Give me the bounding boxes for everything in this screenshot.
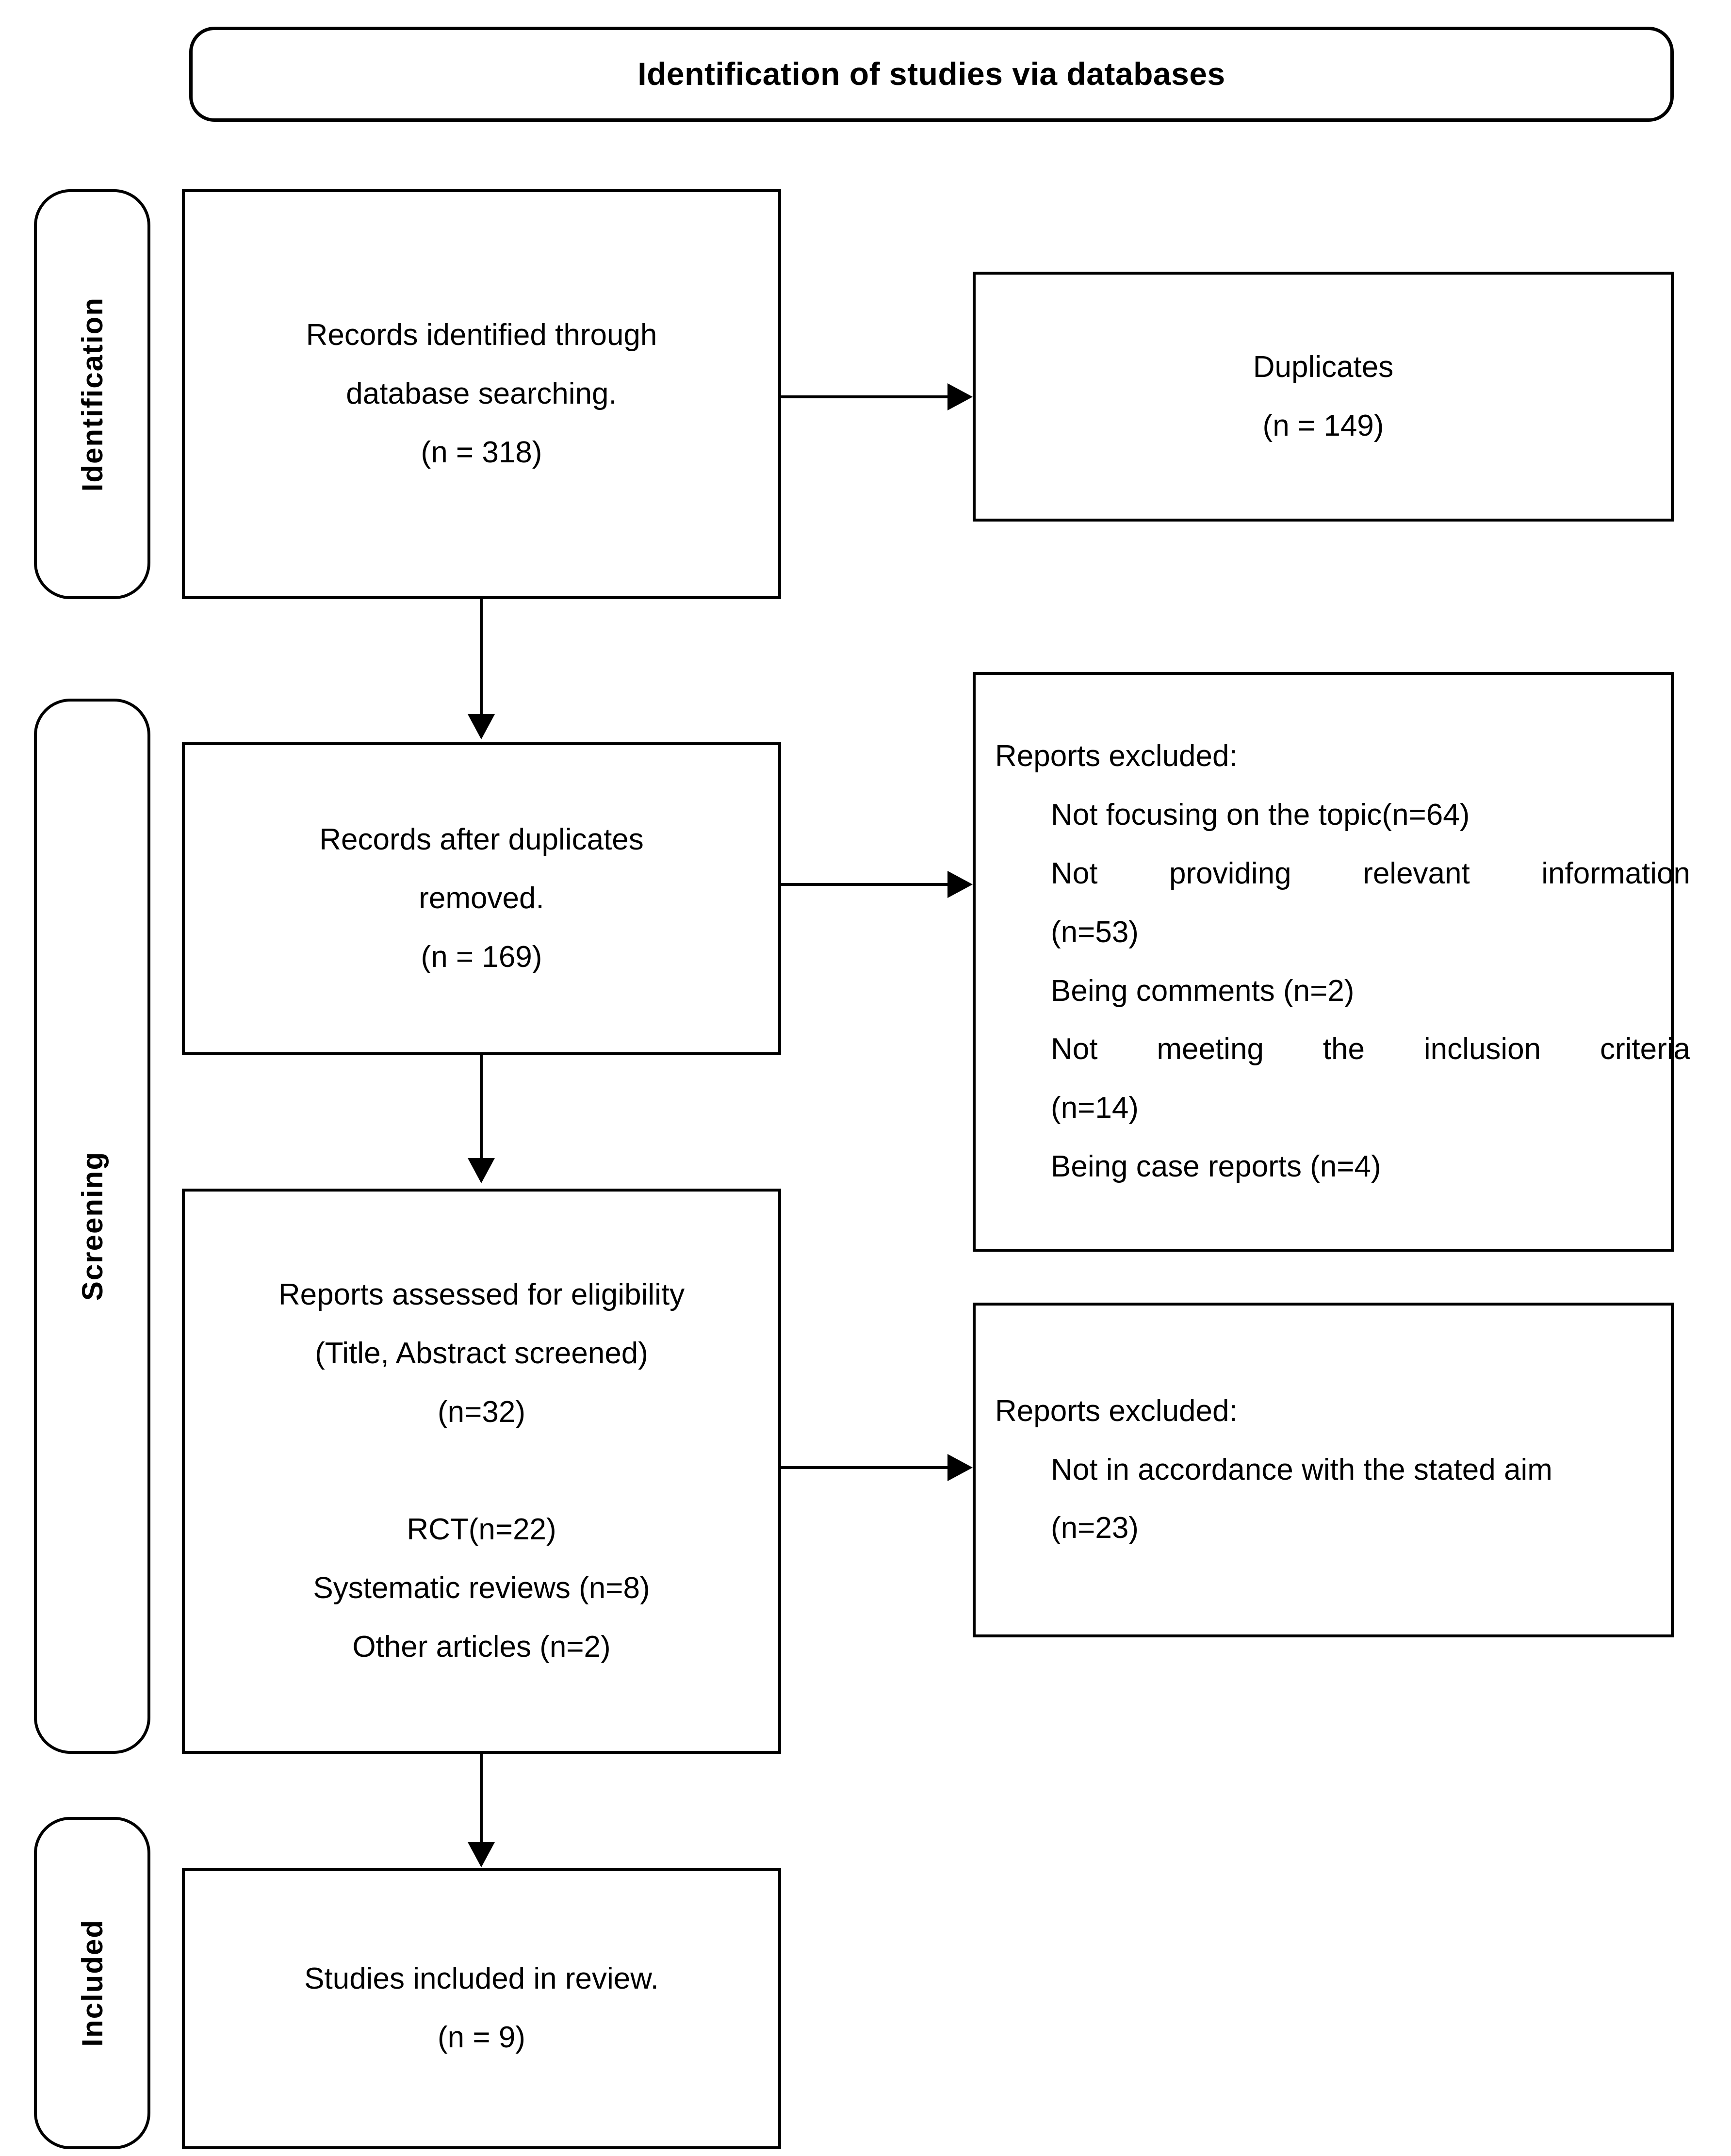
records-identified-count: (n = 318) [421,435,542,469]
reports-assessed-line-1: Reports assessed for eligibility [278,1278,685,1312]
reports-assessed-rct: RCT(n=22) [407,1512,556,1546]
reports-assessed-other-articles: Other articles (n=2) [352,1630,611,1664]
reports-assessed-systematic-reviews: Systematic reviews (n=8) [313,1571,650,1605]
reports-excluded-eligibility-reason: (n=23) [1051,1511,1139,1545]
reports-assessed-line-2: (Title, Abstract screened) [315,1337,648,1371]
connector-assessed-to-excluded [781,1466,948,1469]
studies-included-label: Studies included in review. [304,1962,659,1996]
box-studies-included: Studies included in review. (n = 9) [182,1868,781,2149]
reports-assessed-count: (n=32) [438,1395,525,1429]
connector-identified-to-after-duplicates [480,599,483,716]
records-identified-line-1: Records identified through [306,318,657,352]
reports-excluded-screening-reason: Not focusing on the topic(n=64) [1051,798,1470,832]
studies-included-count: (n = 9) [438,2021,525,2054]
reports-excluded-screening-reason: Being comments (n=2) [1051,974,1355,1008]
stage-label-screening: Screening [34,699,150,1754]
box-reports-assessed: Reports assessed for eligibility (Title,… [182,1189,781,1754]
reports-excluded-eligibility-reason: Not in accordance with the stated aim [1051,1453,1552,1486]
box-reports-excluded-screening: Reports excluded: Not focusing on the to… [973,672,1690,1252]
duplicates-count: (n = 149) [1262,408,1384,442]
arrowhead-identified-to-after-duplicates [468,714,495,739]
stage-label-included-text: Included [76,1919,109,2047]
records-after-duplicates-line-1: Records after duplicates [319,823,644,857]
connector-assessed-to-included [480,1754,483,1844]
reports-excluded-screening-reason: (n=14) [1051,1091,1139,1125]
connector-after-duplicates-to-assessed [480,1055,483,1160]
box-records-identified: Records identified through database sear… [182,189,781,599]
box-records-after-duplicates: Records after duplicates removed. (n = 1… [182,742,781,1055]
reports-excluded-screening-reason: (n=53) [1051,915,1139,949]
box-duplicates: Duplicates (n = 149) [973,272,1674,522]
records-after-duplicates-count: (n = 169) [421,940,542,974]
stage-label-identification: Identification [34,189,150,599]
records-after-duplicates-line-2: removed. [419,882,544,915]
box-reports-excluded-eligibility: Reports excluded: Not in accordance with… [973,1303,1674,1637]
connector-after-duplicates-to-excluded [781,883,948,886]
records-identified-line-2: database searching. [346,377,617,411]
connector-identified-to-duplicates [781,395,948,398]
arrowhead-identified-to-duplicates [947,383,973,410]
arrowhead-assessed-to-included [468,1842,495,1867]
reports-excluded-screening-heading: Reports excluded: [995,739,1238,773]
stage-label-identification-text: Identification [76,296,109,492]
diagram-title: Identification of studies via databases [637,56,1225,92]
reports-excluded-screening-reason: Being case reports (n=4) [1051,1150,1381,1184]
reports-excluded-eligibility-heading: Reports excluded: [995,1394,1238,1428]
stage-label-screening-text: Screening [76,1151,109,1301]
arrowhead-after-duplicates-to-excluded [947,871,973,898]
arrowhead-assessed-to-excluded [947,1454,973,1481]
reports-excluded-screening-reason: Not providing relevant information [1051,856,1690,890]
stage-label-included: Included [34,1817,150,2149]
reports-excluded-screening-reason: Not meeting the inclusion criteria [1051,1032,1690,1066]
duplicates-label: Duplicates [1253,350,1394,384]
diagram-title-banner: Identification of studies via databases [189,27,1674,122]
arrowhead-after-duplicates-to-assessed [468,1158,495,1183]
reports-assessed-spacer [185,1442,778,1501]
